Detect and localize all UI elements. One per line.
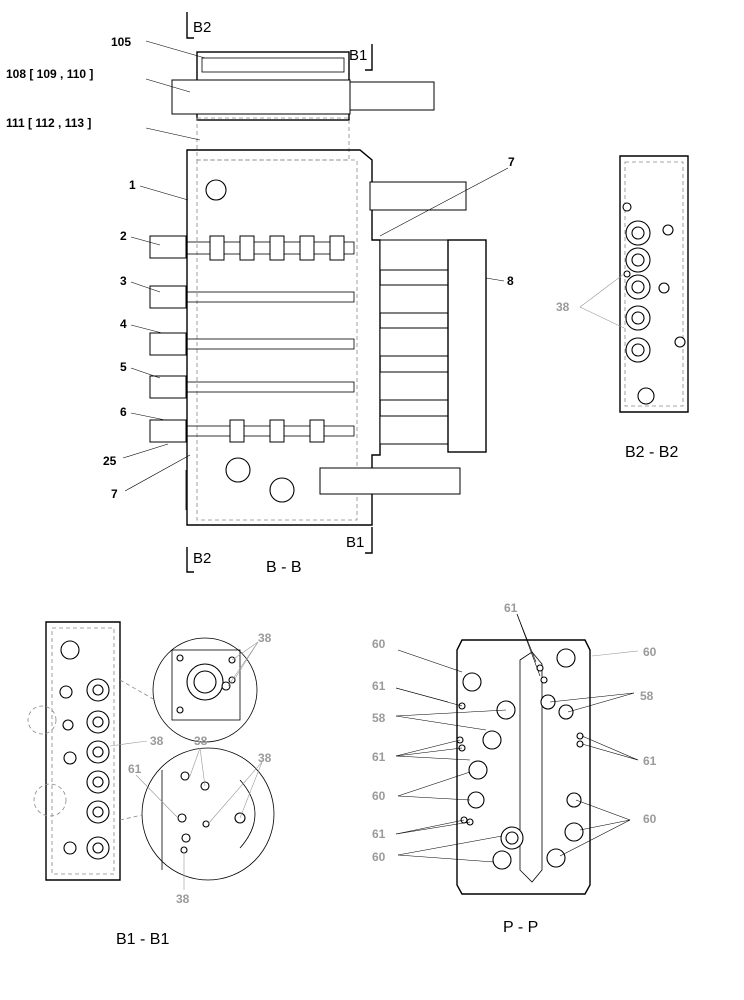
label-58-p-left: 58	[372, 711, 386, 725]
label-61-p-left-c: 61	[372, 827, 386, 841]
label-2: 2	[120, 229, 127, 243]
label-25: 25	[103, 454, 117, 468]
label-1: 1	[129, 178, 136, 192]
section-marks: B2 B1 B2 B1	[186, 12, 373, 573]
label-38-b1-b: 38	[150, 734, 164, 748]
label-61-b1: 61	[128, 762, 142, 776]
section-b2-top: B2	[193, 19, 211, 36]
label-4: 4	[120, 317, 127, 331]
view-b1b1: 38 38 38 38 61 38	[27, 621, 275, 906]
main-view-labels: 105 108 [ 109 , 110 ] 111 [ 112 , 113 ] …	[6, 35, 515, 501]
section-b2-bottom: B2	[193, 550, 211, 567]
label-38-b1-d: 38	[258, 751, 272, 765]
label-60-p-right-bottom: 60	[643, 812, 657, 826]
label-60-p-left-mid: 60	[372, 789, 386, 803]
label-38-b1-c: 38	[194, 734, 208, 748]
label-105: 105	[111, 35, 131, 49]
title-b1b1: B1 - B1	[116, 931, 169, 948]
label-61-p-left-b: 61	[372, 750, 386, 764]
label-58-p-right: 58	[640, 689, 654, 703]
label-38-b1-a: 38	[258, 631, 272, 645]
label-108: 108 [ 109 , 110 ]	[6, 67, 93, 81]
title-b2b2: B2 - B2	[625, 444, 678, 461]
label-38-b1-e: 38	[176, 892, 190, 906]
label-7-bottom: 7	[111, 487, 118, 501]
title-bb: B - B	[266, 559, 302, 576]
label-7-top: 7	[508, 155, 515, 169]
section-b1-top: B1	[349, 47, 367, 64]
view-pp: 61 60 60 61 58 58 61 61 60 60 61 60	[372, 601, 657, 895]
label-38-b2: 38	[556, 300, 570, 314]
label-60-p-left-bottom: 60	[372, 850, 386, 864]
title-pp: P - P	[503, 919, 538, 936]
main-view-bb	[149, 51, 487, 526]
label-60-p-right-top: 60	[643, 645, 657, 659]
label-3: 3	[120, 274, 127, 288]
label-111: 111 [ 112 , 113 ]	[6, 116, 91, 130]
right-caps	[379, 239, 487, 453]
section-b1-bottom: B1	[346, 534, 364, 551]
label-61-p-right: 61	[643, 754, 657, 768]
label-6: 6	[120, 405, 127, 419]
view-b2b2: 38	[556, 155, 689, 413]
spool-stack	[149, 235, 355, 443]
label-60-p-left-top: 60	[372, 637, 386, 651]
label-61-p-left-a: 61	[372, 679, 386, 693]
label-8: 8	[507, 274, 514, 288]
label-61-p-top: 61	[504, 601, 518, 615]
label-5: 5	[120, 360, 127, 374]
